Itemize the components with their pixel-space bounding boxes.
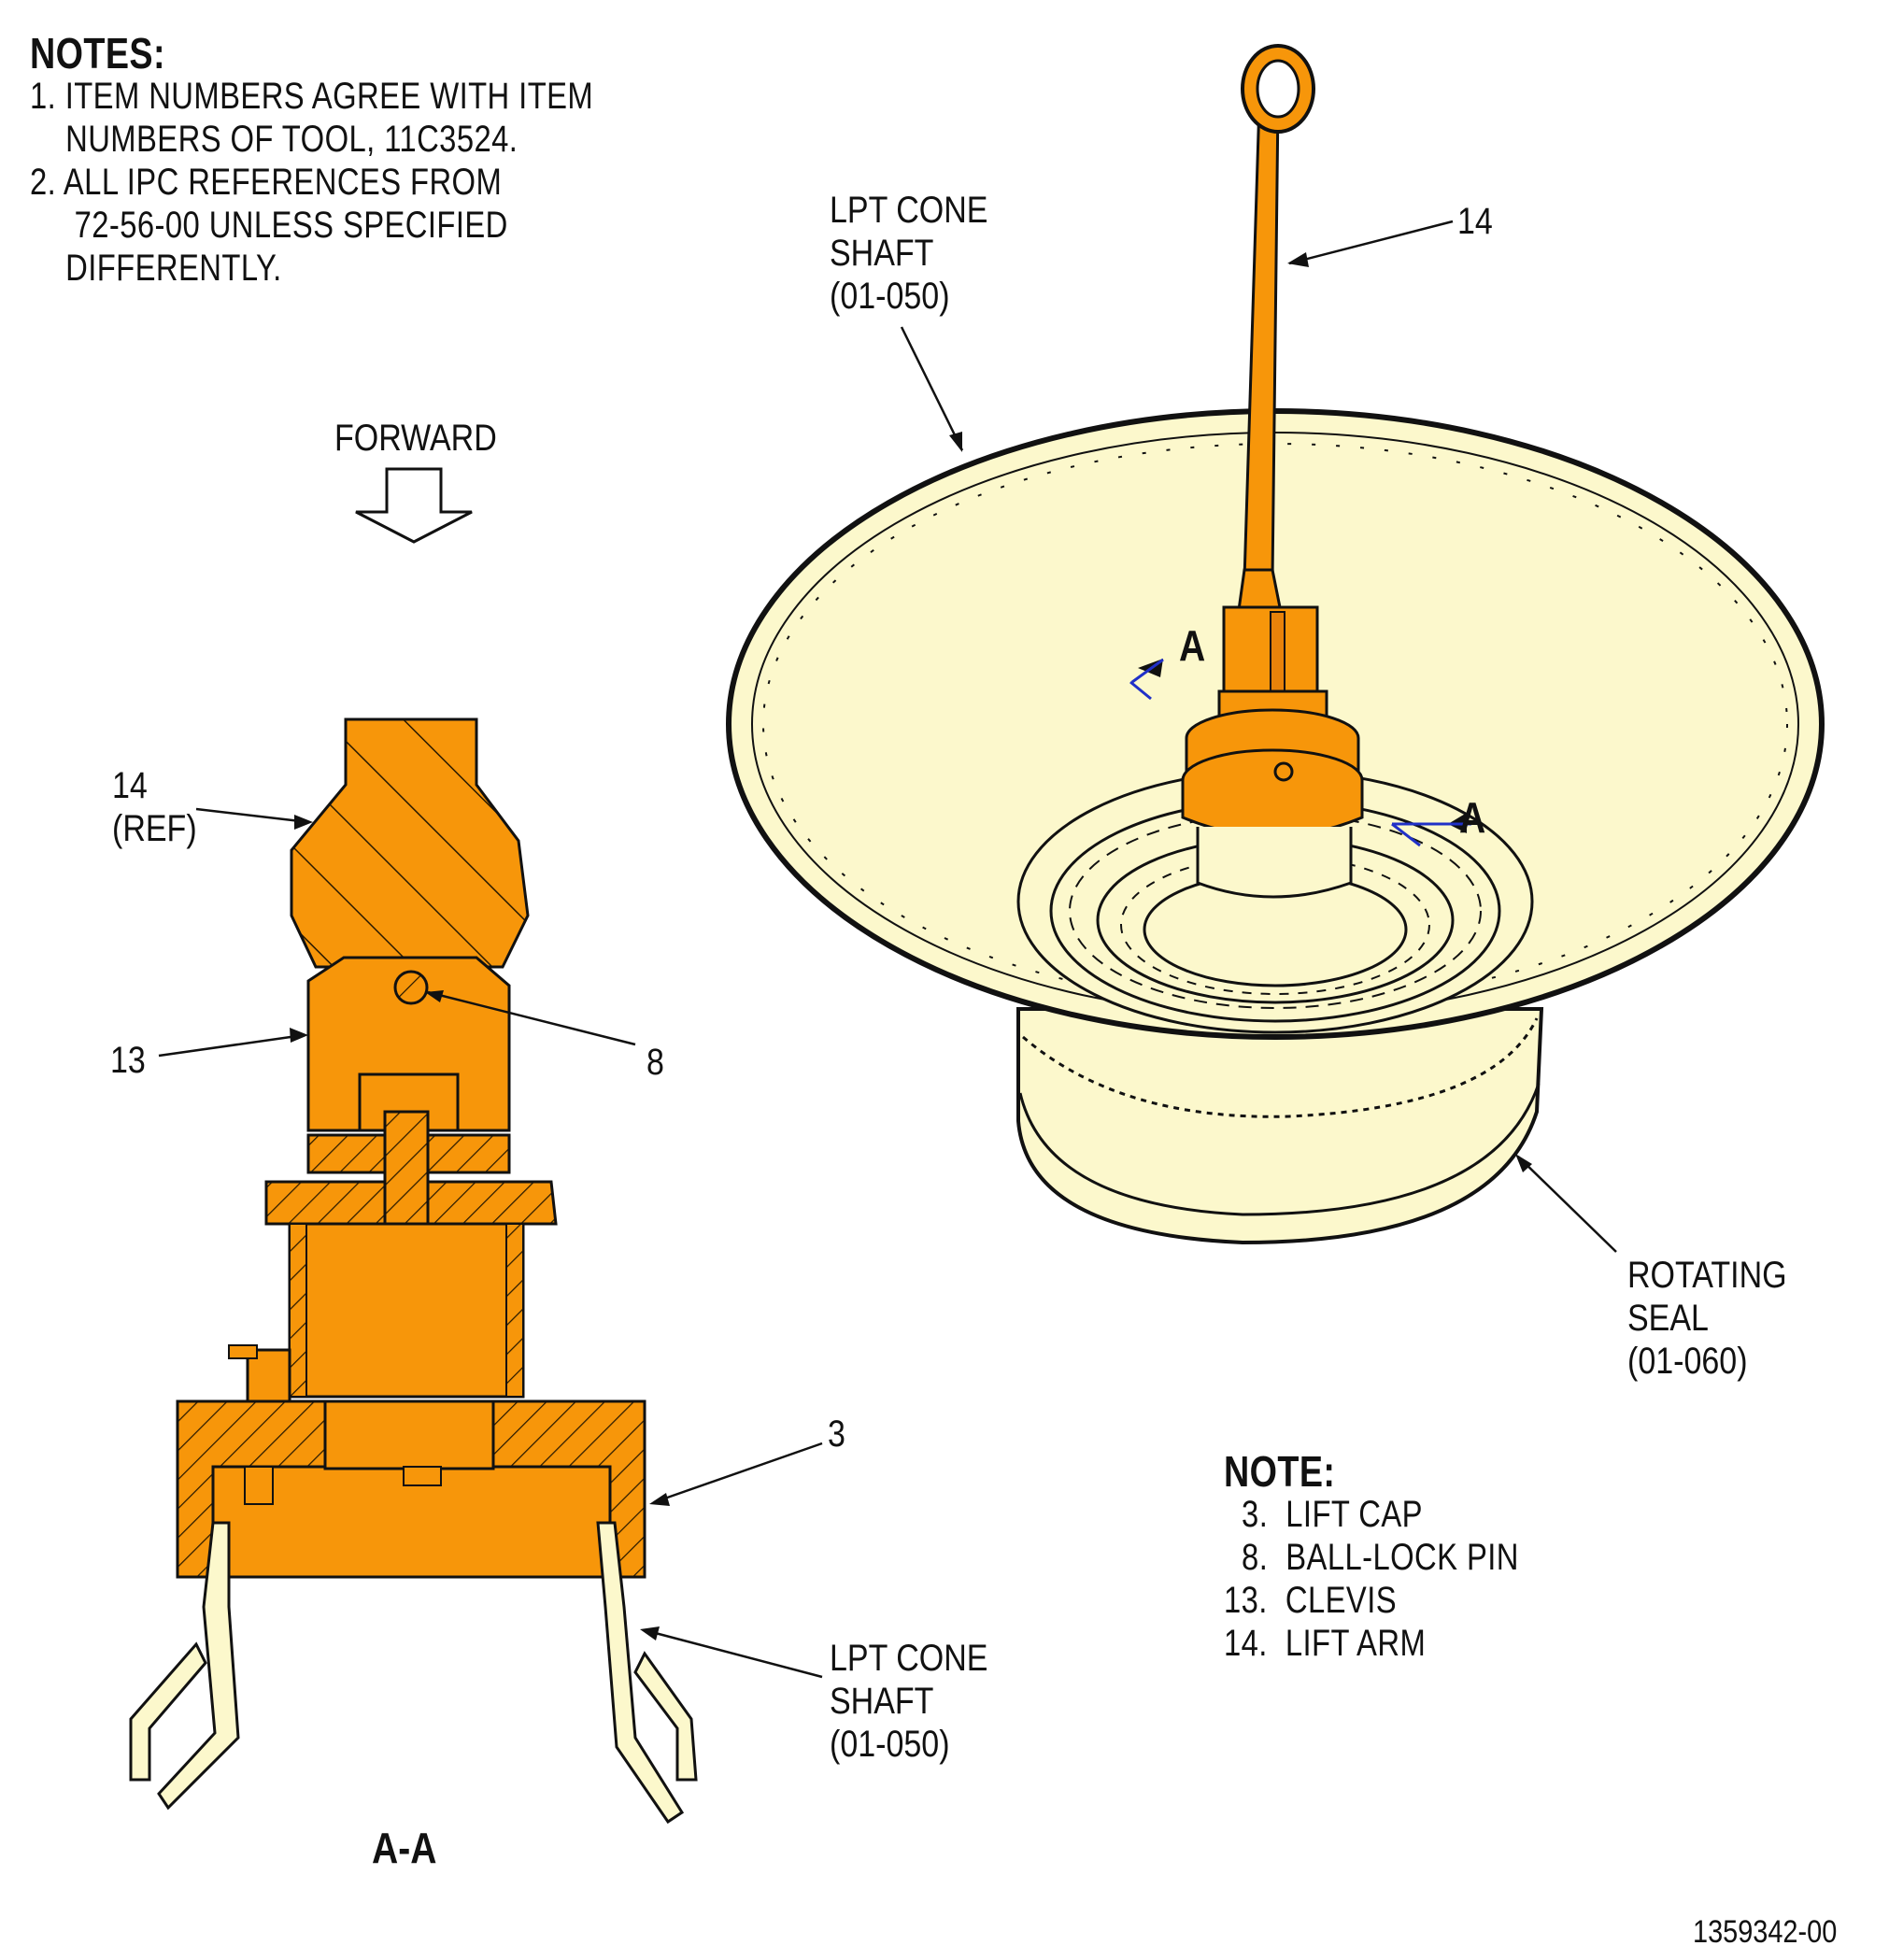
callout-lpt-cone-bottom: LPT CONE SHAFT (01-050) [830,1637,987,1766]
figure-id: 1359342-00 [1693,1914,1838,1950]
notes-top: NOTES: 1. ITEM NUMBERS AGREE WITH ITEM N… [30,32,593,290]
callout-3: 3 [828,1413,845,1455]
callout-line: (01-060) [1627,1341,1748,1382]
section-view-aa [129,717,698,1825]
callout-line: 14 [112,765,148,806]
callout-line: (01-050) [830,276,950,317]
forward-arrow [355,467,473,544]
section-title: A-A [372,1824,437,1872]
leader-arrows-right [949,252,1532,1172]
legend-item: 3. LIFT CAP [1224,1494,1423,1535]
leader-arrows-left [290,815,670,1640]
callout-14-ref: 14 (REF) [112,764,197,850]
forward-label: FORWARD [334,418,497,459]
notes-heading: NOTES: [30,29,165,78]
callout-lpt-cone-top: LPT CONE SHAFT (01-050) [830,189,987,318]
callout-14-top: 14 [1457,201,1493,242]
callout-line: SHAFT [830,1681,934,1722]
note-line: DIFFERENTLY. [30,248,282,289]
callout-line: ROTATING [1627,1255,1787,1296]
section-marker-a1 [1129,658,1164,701]
section-label-a1: A [1179,621,1206,670]
leader-lines-left [158,807,823,1679]
notes-legend: NOTE: 3. LIFT CAP 8. BALL-LOCK PIN 13. C… [1224,1450,1519,1665]
legend-heading: NOTE: [1224,1447,1336,1496]
callout-line: LPT CONE [830,1638,988,1679]
note-line: 2. ALL IPC REFERENCES FROM [30,162,503,203]
section-label-a2: A [1459,793,1486,842]
legend-item: 13. CLEVIS [1224,1580,1398,1621]
callout-line: SHAFT [830,233,934,274]
callout-13: 13 [110,1040,146,1081]
note-line: NUMBERS OF TOOL, 11C3524. [30,119,518,160]
legend-item: 14. LIFT ARM [1224,1623,1427,1664]
callout-line: (REF) [112,808,197,849]
note-line: 72-56-00 UNLESS SPECIFIED [30,205,508,246]
leader-lines-right [900,220,1617,1253]
callout-line: LPT CONE [830,190,988,231]
callout-8: 8 [646,1042,664,1083]
legend-item: 8. BALL-LOCK PIN [1224,1537,1519,1578]
lift-arm-iso [1181,44,1364,899]
section-marker-a2 [1391,813,1471,847]
callout-line: SEAL [1627,1298,1709,1339]
note-line: 1. ITEM NUMBERS AGREE WITH ITEM [30,76,594,117]
callout-rotating-seal: ROTATING SEAL (01-060) [1627,1254,1787,1383]
callout-line: (01-050) [830,1724,950,1765]
